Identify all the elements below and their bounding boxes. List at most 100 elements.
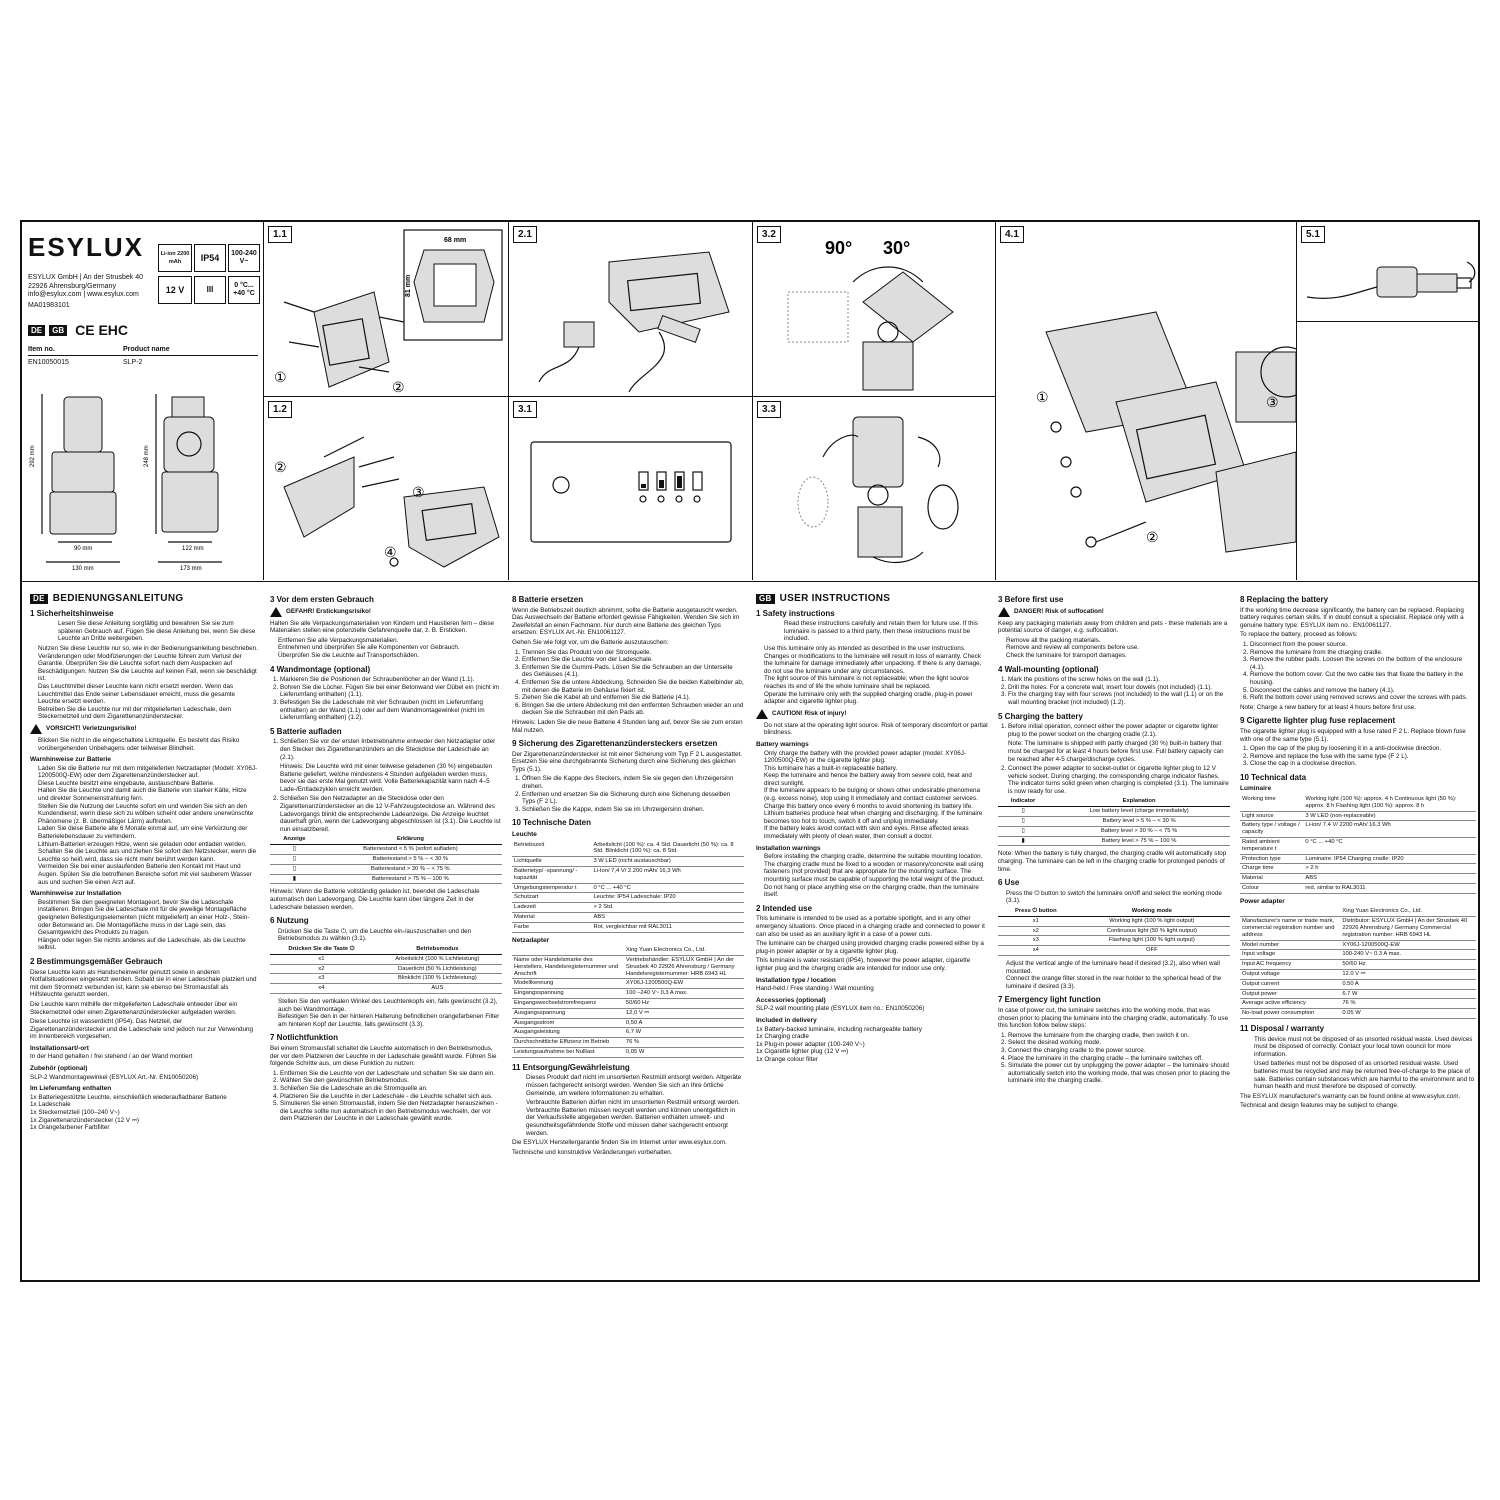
panel-label: 5.1 xyxy=(1301,226,1325,243)
panel-1-2: ② ③ ④ 1.2 xyxy=(264,397,509,580)
spec-dc: 12 V xyxy=(158,276,192,304)
table-row: Charge time> 2 h xyxy=(1240,863,1476,875)
svg-text:①: ① xyxy=(274,369,287,385)
svg-text:292 mm: 292 mm xyxy=(30,445,36,467)
section-heading: 8 Replacing the battery xyxy=(1240,595,1329,604)
panel-label: 3.1 xyxy=(513,401,537,418)
table-cell: Modellkennung xyxy=(512,978,624,990)
luminaire-dimension-drawing: 292 mm 248 mm 90 mm 130 mm 122 mm 173 mm xyxy=(30,394,222,572)
panel-label: 4.1 xyxy=(1000,226,1024,243)
panel-label: 3.3 xyxy=(757,401,781,418)
table-cell: Charge time xyxy=(1240,863,1304,875)
table-cell: Schutzart xyxy=(512,892,592,904)
table-cell: 0.05 W xyxy=(1340,1008,1476,1019)
table-cell: No-load power consumption xyxy=(1240,1008,1341,1019)
table-cell: 0,50 A xyxy=(623,1018,744,1029)
esylux-logo: ESYLUX xyxy=(28,232,145,262)
table-cell: Material xyxy=(512,912,592,923)
table-cell: Name oder Handelsmarke des Herstellers, … xyxy=(512,955,624,980)
warning-icon xyxy=(998,606,1010,617)
table-cell: Distributor: ESYLUX GmbH | An der Strusb… xyxy=(1340,916,1476,941)
svg-text:81 mm: 81 mm xyxy=(405,275,412,297)
table-cell: Battery type / voltage / capacity xyxy=(1240,820,1304,839)
section-heading: 1 Sicherheitshinweise xyxy=(30,608,114,618)
spec-voltage: 100-240 V~ xyxy=(228,244,260,272)
table-row: Name oder Handelsmarke des Herstellers, … xyxy=(512,955,744,980)
power-button-icon xyxy=(552,476,570,494)
table-cell: Leuchte: IP54 Ladeschale: IP20 xyxy=(591,892,744,904)
section-heading: 2 Intended use xyxy=(756,903,813,913)
instruction-sheet: ESYLUX Li-ion 2200 mAh IP54 100-240 V~ 1… xyxy=(20,220,1480,1282)
svg-text:90 mm: 90 mm xyxy=(74,546,92,552)
section-heading: 3 Vor dem ersten Gebrauch xyxy=(270,595,374,604)
panel-label: 1.2 xyxy=(268,401,292,418)
table-cell: Manufacturer's name or trade mark, comme… xyxy=(1240,916,1341,941)
section-heading: 5 Charging the battery xyxy=(998,711,1083,721)
section-heading: 6 Use xyxy=(998,878,1020,888)
table-cell: Ausgangsspannung xyxy=(512,1008,624,1019)
section-heading: 4 Wall-mounting (optional) xyxy=(998,664,1099,674)
table-cell: Xing Yuan Electronics Co., Ltd. xyxy=(623,946,744,957)
section-heading: 3 Before first use xyxy=(998,595,1064,604)
de-column-3: 8 Batterie ersetzen Wenn die Betriebszei… xyxy=(512,590,744,1276)
table-cell: Betriebszeit xyxy=(512,840,592,858)
table-cell: Eingangsspannung xyxy=(512,988,624,999)
table-cell: 12.0 V ⎓ xyxy=(1340,969,1476,980)
table-cell: > 2 h xyxy=(1303,863,1476,875)
table-cell: Durchschnittliche Effizienz im Betrieb xyxy=(512,1037,624,1048)
table-cell: Light source xyxy=(1240,811,1304,822)
section-heading: 7 Notlichtfunktion xyxy=(270,1033,338,1043)
warning-icon xyxy=(270,606,282,617)
table-cell: Eingangswechselstromfrequenz xyxy=(512,998,624,1009)
panel-label: 1.1 xyxy=(268,226,292,243)
table-cell: Ausgangsleistung xyxy=(512,1027,624,1039)
table-cell: red, similar to RAL3011 xyxy=(1303,883,1476,894)
table-cell: 76 % xyxy=(623,1037,744,1048)
table-cell: Xing Yuan Electronics Co., Ltd. xyxy=(1340,907,1476,918)
warning-icon xyxy=(756,708,768,719)
table-cell: Input AC frequency xyxy=(1240,959,1341,970)
section-heading: 8 Batterie ersetzen xyxy=(512,595,584,604)
header-block: ESYLUX Li-ion 2200 mAh IP54 100-240 V~ 1… xyxy=(22,222,264,580)
table-cell: 100 –240 V~ 0,3 A max. xyxy=(623,988,744,999)
table-cell: Li-ion/ 7.4 V/ 2200 mAh/ 16.3 Wh xyxy=(1303,820,1476,839)
svg-text:④: ④ xyxy=(384,544,397,560)
section-heading: 7 Emergency light function xyxy=(998,995,1101,1005)
table-cell: Leistungsaufnahme bei Nulllast xyxy=(512,1047,624,1058)
panel-label: 2.1 xyxy=(513,226,537,243)
panel-2-1: 2.1 xyxy=(509,222,753,397)
table-cell: 50/60 Hz xyxy=(1340,959,1476,970)
svg-text:③: ③ xyxy=(1266,394,1279,410)
panel-4-1: ① ② ③ 4.1 xyxy=(996,222,1297,580)
section-heading: 2 Bestimmungsgemäßer Gebrauch xyxy=(30,956,163,966)
en-column-2: 3 Before first use DANGER! Risk of suffo… xyxy=(998,590,1230,1276)
svg-text:68 mm: 68 mm xyxy=(444,237,466,244)
section-heading: 11 Entsorgung/Gewährleistung xyxy=(512,1062,630,1072)
section-heading: 6 Nutzung xyxy=(270,916,309,926)
svg-text:②: ② xyxy=(1146,529,1159,545)
table-cell xyxy=(512,946,624,957)
table-cell: 0 °C ... +40 °C xyxy=(1303,837,1476,855)
table-cell: > 2 Std. xyxy=(591,902,744,913)
table-cell: Ladezeit xyxy=(512,902,592,913)
table-cell: Batterietyp/ -spannung/ -kapazität xyxy=(512,866,592,884)
